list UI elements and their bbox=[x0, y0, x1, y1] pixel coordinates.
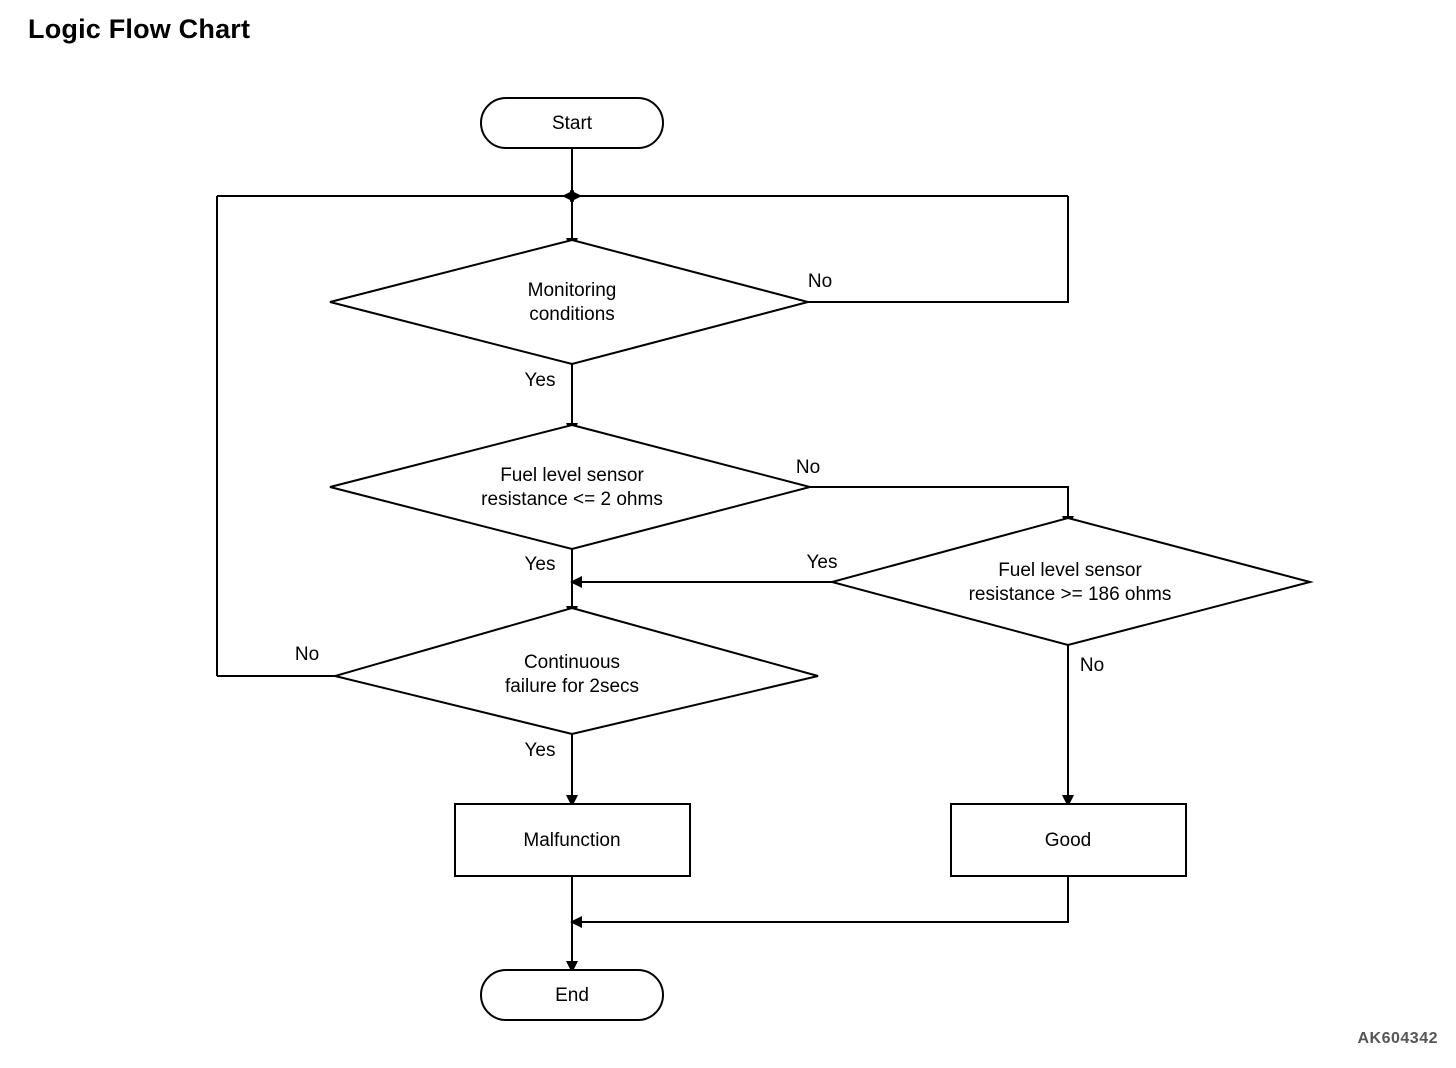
node-monitoring-label-line1: Monitoring bbox=[528, 280, 617, 301]
node-resistance-high[interactable] bbox=[828, 516, 1314, 647]
edge-label-monitoring-no: No bbox=[808, 271, 832, 292]
node-start-label: Start bbox=[552, 113, 593, 134]
edge-label-reshigh-yes: Yes bbox=[807, 552, 838, 573]
node-resistance-low[interactable] bbox=[329, 423, 814, 551]
node-monitoring-label-line2: conditions bbox=[529, 304, 615, 325]
node-resistance-low-label-line2: resistance <= 2 ohms bbox=[481, 489, 663, 510]
edge-label-monitoring-yes: Yes bbox=[525, 370, 556, 391]
edge-monitoring-no bbox=[808, 196, 1069, 303]
edge-label-reshigh-no: No bbox=[1080, 655, 1104, 676]
edge-label-reslow-yes: Yes bbox=[525, 554, 556, 575]
node-resistance-low-label-line1: Fuel level sensor bbox=[500, 465, 644, 486]
node-malfunction-label: Malfunction bbox=[523, 830, 620, 851]
node-good[interactable] bbox=[950, 803, 1187, 877]
node-continuous-label-line2: failure for 2secs bbox=[505, 676, 639, 697]
node-monitoring-conditions[interactable] bbox=[329, 238, 812, 366]
node-end-label: End bbox=[555, 985, 589, 1006]
watermark-code: AK604342 bbox=[1357, 1030, 1438, 1047]
node-resistance-high-label-line1: Fuel level sensor bbox=[998, 560, 1142, 581]
node-good-label: Good bbox=[1045, 830, 1091, 851]
edge-label-reslow-no: No bbox=[796, 457, 820, 478]
edge-good-to-end bbox=[570, 876, 1069, 928]
node-end[interactable] bbox=[480, 969, 664, 1021]
node-start[interactable] bbox=[480, 97, 664, 149]
edge-reslow-no bbox=[810, 486, 1074, 528]
page-title: Logic Flow Chart bbox=[28, 14, 251, 44]
node-continuous-label-line1: Continuous bbox=[524, 652, 620, 673]
node-resistance-high-label-line2: resistance >= 186 ohms bbox=[969, 584, 1172, 605]
node-continuous-failure[interactable] bbox=[331, 606, 819, 736]
edge-label-continuous-yes: Yes bbox=[525, 740, 556, 761]
node-malfunction[interactable] bbox=[454, 803, 691, 877]
edge-label-continuous-no: No bbox=[295, 644, 319, 665]
